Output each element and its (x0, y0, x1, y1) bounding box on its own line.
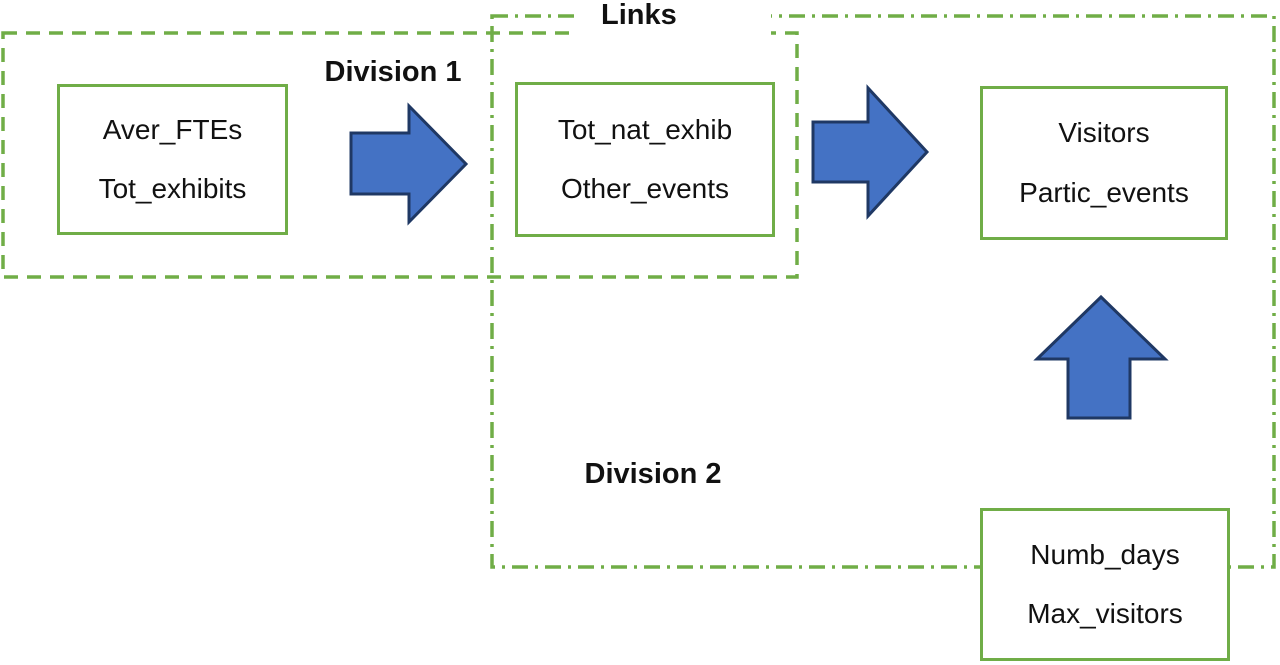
variable-other-events: Other_events (560, 173, 730, 205)
links-variables-box: Tot_nat_exhib Other_events (515, 82, 775, 237)
variable-partic-events: Partic_events (1019, 176, 1189, 208)
variable-tot-nat-exhib: Tot_nat_exhib (557, 113, 733, 145)
variable-visitors: Visitors (1058, 117, 1150, 149)
arrow-right-links-to-outputs (811, 84, 930, 220)
variable-numb-days: Numb_days (1030, 539, 1180, 570)
variable-aver-ftes: Aver_FTEs (102, 114, 243, 146)
outputs-box: Visitors Partic_events (980, 86, 1228, 240)
division1-region-label: Division 1 (324, 56, 462, 88)
division1-inputs-box: Aver_FTEs Tot_exhibits (57, 84, 288, 235)
division2-region-border (490, 14, 1276, 569)
links-region-label: Links (575, 0, 771, 42)
variable-max-visitors: Max_visitors (1027, 598, 1183, 629)
arrow-up-division2-inputs-to-outputs (1033, 294, 1169, 420)
division2-region-label: Division 2 (584, 458, 722, 490)
division2-inputs-box: Numb_days Max_visitors (980, 508, 1230, 661)
variable-tot-exhibits: Tot_exhibits (98, 172, 247, 204)
division1-region-border (1, 31, 799, 279)
links-label-text: Links (601, 0, 677, 31)
arrow-right-division1-to-links (349, 102, 469, 226)
